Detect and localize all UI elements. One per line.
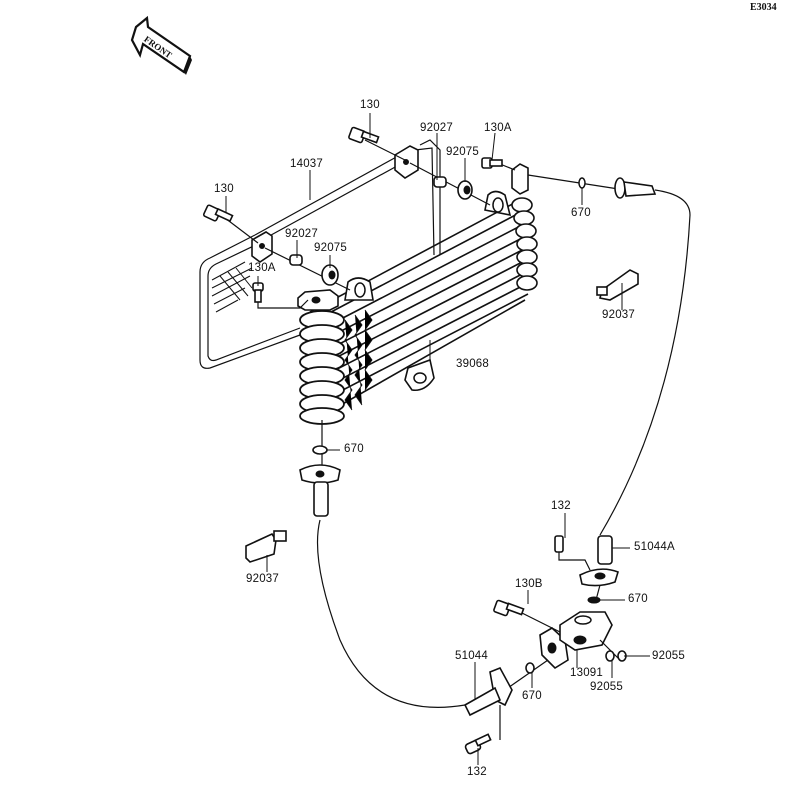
part-label-130-left: 130: [214, 183, 234, 195]
part-label-14037: 14037: [290, 158, 323, 170]
part-label-92055-right: 92055: [652, 650, 685, 662]
part-label-130-top: 130: [360, 99, 380, 111]
oil-hose-lower: [299, 420, 466, 708]
part-label-39068: 39068: [456, 358, 489, 370]
collar-92027-top-icon: [409, 162, 491, 206]
oil-cooler-39068: [297, 163, 538, 425]
grommet-92075-top-icon: [457, 180, 473, 200]
part-label-670-left: 670: [344, 443, 364, 455]
part-label-92075-top: 92075: [446, 146, 479, 158]
part-label-51044: 51044: [455, 650, 488, 662]
part-label-130A-left: 130A: [248, 262, 276, 274]
part-label-670-mid: 670: [628, 593, 648, 605]
clamp-92037-left-icon: [245, 530, 287, 563]
part-label-92037-left: 92037: [246, 573, 279, 585]
bolt-132-bottom-icon: [464, 733, 492, 755]
leader-lines: [225, 113, 650, 765]
front-arrow-icon: [130, 15, 192, 75]
part-label-92075-left: 92075: [314, 242, 347, 254]
diagram-code: E3034: [750, 2, 777, 13]
part-label-51044A: 51044A: [634, 541, 675, 553]
bolt-130A-top-icon: [481, 157, 516, 171]
part-label-13091: 13091: [570, 667, 603, 679]
fitting-51044-icon: [463, 659, 549, 740]
part-label-130A-top: 130A: [484, 122, 512, 134]
part-label-132-top: 132: [551, 500, 571, 512]
part-label-670-top: 670: [571, 207, 591, 219]
clamp-92037-right-icon: [596, 269, 639, 301]
part-label-92037-right: 92037: [602, 309, 635, 321]
part-label-130B: 130B: [515, 578, 543, 590]
part-label-92027-left: 92027: [285, 228, 318, 240]
part-label-670-bottom: 670: [522, 690, 542, 702]
part-label-92027-top: 92027: [420, 122, 453, 134]
bolt-130-left-icon: [202, 204, 259, 244]
union-13091-icon: [493, 599, 627, 670]
fitting-51044A-icon: [579, 535, 619, 604]
bolt-132-top-icon: [554, 535, 591, 571]
oil-hose-upper: [527, 174, 691, 536]
part-label-92055-bottom: 92055: [590, 681, 623, 693]
bracket-14037: [199, 139, 441, 369]
part-label-132-bottom: 132: [467, 766, 487, 778]
